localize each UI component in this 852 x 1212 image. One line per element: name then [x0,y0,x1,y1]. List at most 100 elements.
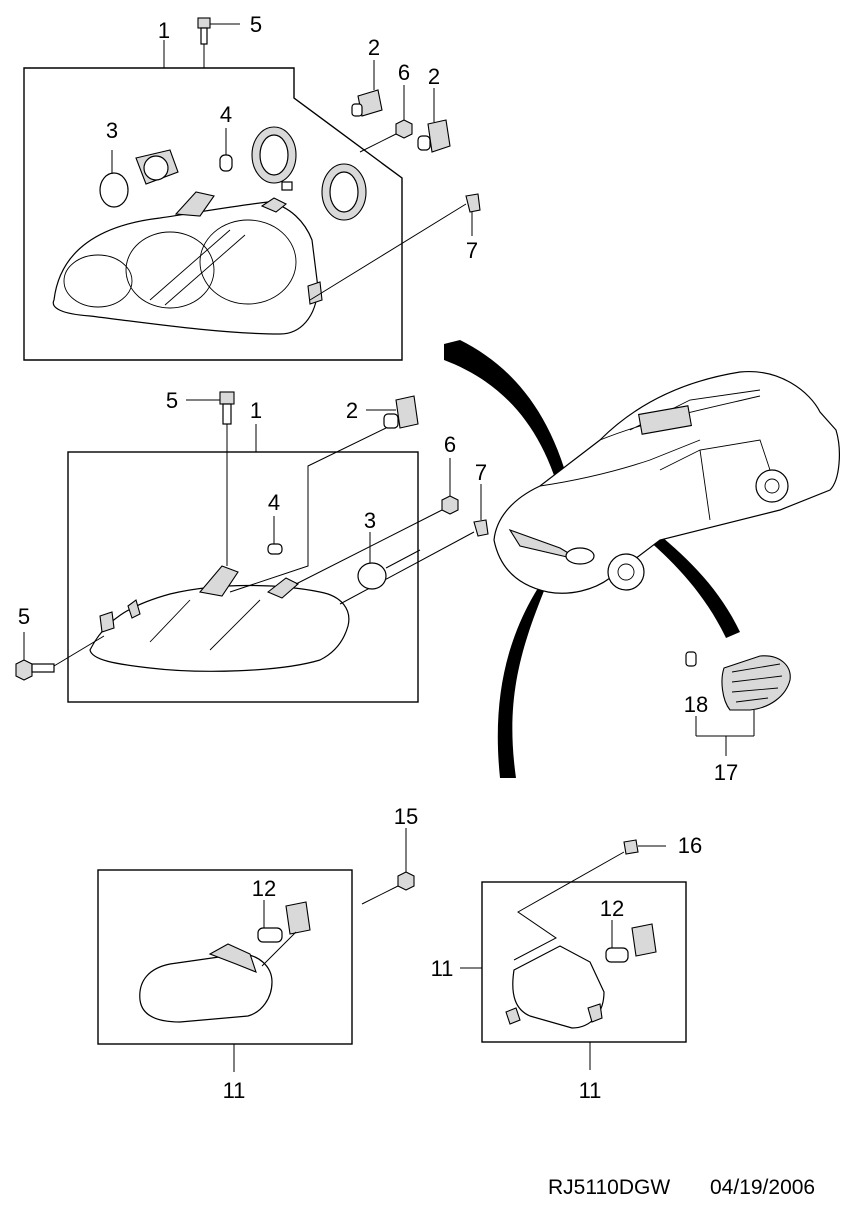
callout-2-top-right: 2 [428,64,440,89]
footer-info: RJ5110DGW 04/19/2006 [548,1176,815,1199]
callout-12-right: 12 [600,896,624,921]
headlamp-top-reflection [149,229,246,306]
headlamp-top-lens-large [199,219,297,305]
arrow-to-side-marker [648,532,740,638]
headlamp-housing-top [52,201,319,335]
callout-18: 18 [684,692,708,717]
car-front-hub [617,563,635,581]
nut-6-icon [395,119,413,139]
callout-6-top: 6 [398,60,410,85]
drawing-code: RJ5110DGW [548,1176,670,1199]
screw-5-middle-side [15,632,105,681]
car-sunroof [638,405,692,435]
screw-5-mid-shaft-icon [222,403,232,425]
headlamp-mid-reflection [149,599,261,651]
turn-bulb-3-top [99,149,179,208]
headlamp-top-socket-tab [174,191,215,217]
clip-7-icon [465,193,481,213]
headlamp-mid-tab [266,577,299,599]
nut-15-icon [397,871,415,891]
callout-2-top-left: 2 [368,35,380,60]
fog-lamp-left-assembly: 15 12 11 [97,804,418,1103]
screw-16-icon [623,839,639,855]
car-headlamp-spot [565,547,595,565]
guide-6-mid [295,509,443,585]
nut-6-middle [295,458,459,585]
callout-6-mid: 6 [444,432,456,457]
headlamp-mid-socket [198,565,239,597]
fog-right-mount-right [587,1003,603,1023]
clip-7-mid-icon [473,519,489,537]
callout-1-top: 1 [158,18,170,43]
bulb-4-top-icon [219,154,233,172]
callout-11-right-bottom: 11 [579,1078,602,1103]
bulb-2b-glass-icon [417,135,431,151]
car-hood-line [539,439,701,487]
guide-3-mid [385,549,421,569]
headlamp-mid-mount-left [99,611,115,633]
bulb-2-middle [229,395,419,593]
callout-3-top: 3 [106,118,118,143]
bulb-2-mid-glass-icon [383,413,399,429]
bulb-2-mid-base-icon [395,395,419,429]
nut-6-top [359,85,413,153]
fog-left-frame [97,869,353,1045]
bulb-3-mid-icon [357,562,387,590]
car-door-lines [659,439,771,521]
car-rear-hub [764,478,780,494]
screw-5-top [197,17,240,68]
bulb-2b-base-icon [427,119,451,153]
headlamp-mid-mount-upper [127,599,141,619]
nut-6-mid-icon [441,495,459,515]
bulb-12-left-glass-icon [257,927,283,943]
top-headlamp-assembly: 1 5 2 6 2 3 4 7 [23,12,481,361]
callout-7-top: 7 [466,238,478,263]
guide-7-top [309,203,467,301]
bulb-12-right-base-icon [631,923,657,957]
screw-5-head-icon [197,17,211,29]
side-marker-assembly: 18 17 [684,651,791,785]
callout-17: 17 [714,760,738,785]
arrow-to-top-headlamp [444,340,582,560]
top-assembly-frame [23,67,403,361]
car-rear-wheel [755,469,789,503]
side-marker-lens-icon [721,655,791,711]
callout-4-mid: 4 [268,490,280,515]
headlamp-top-mount [307,281,323,305]
bulb-12-right-glass-icon [605,947,629,963]
callout-12-left: 12 [252,876,276,901]
fog-left-bracket [208,943,257,973]
guide-2-mid [229,427,387,593]
headlamp-housing-middle [89,584,350,672]
clip-7-middle [339,484,489,605]
guide-6-top [359,133,397,153]
screw-5-side-head-icon [15,659,33,681]
vehicle-illustration [444,340,840,778]
clip-7-top [309,193,481,301]
headlamp-top-lens-small [63,254,133,308]
callout-5-mid-side: 5 [18,604,30,629]
guide-7-mid [339,531,475,605]
callout-15: 15 [394,804,418,829]
callout-3-mid: 3 [364,508,376,533]
callout-4-top: 4 [220,102,232,127]
guide-12-left [261,931,297,967]
headlamp-top-tab-right [260,197,288,213]
callout-11-right-side: 11 [431,956,454,981]
drawing-date: 04/19/2006 [710,1176,815,1199]
bulb-2-top-right [417,88,451,153]
guide-15 [361,885,399,905]
fog-lamp-right-assembly: 16 12 11 11 [431,833,703,1103]
adjuster-rings-top [251,126,367,221]
bulb-3-glass-icon [99,172,129,208]
fog-lamp-left-housing [139,953,273,1023]
callout-2-mid: 2 [346,398,358,423]
bulb-4-mid-icon [267,543,283,555]
middle-headlamp-assembly: 5 1 2 6 7 4 3 5 [15,388,489,703]
screw-5-middle-top [186,391,235,566]
fog-right-mount-left [505,1007,521,1025]
middle-assembly-frame [67,451,419,703]
callout-7-mid: 7 [475,460,487,485]
